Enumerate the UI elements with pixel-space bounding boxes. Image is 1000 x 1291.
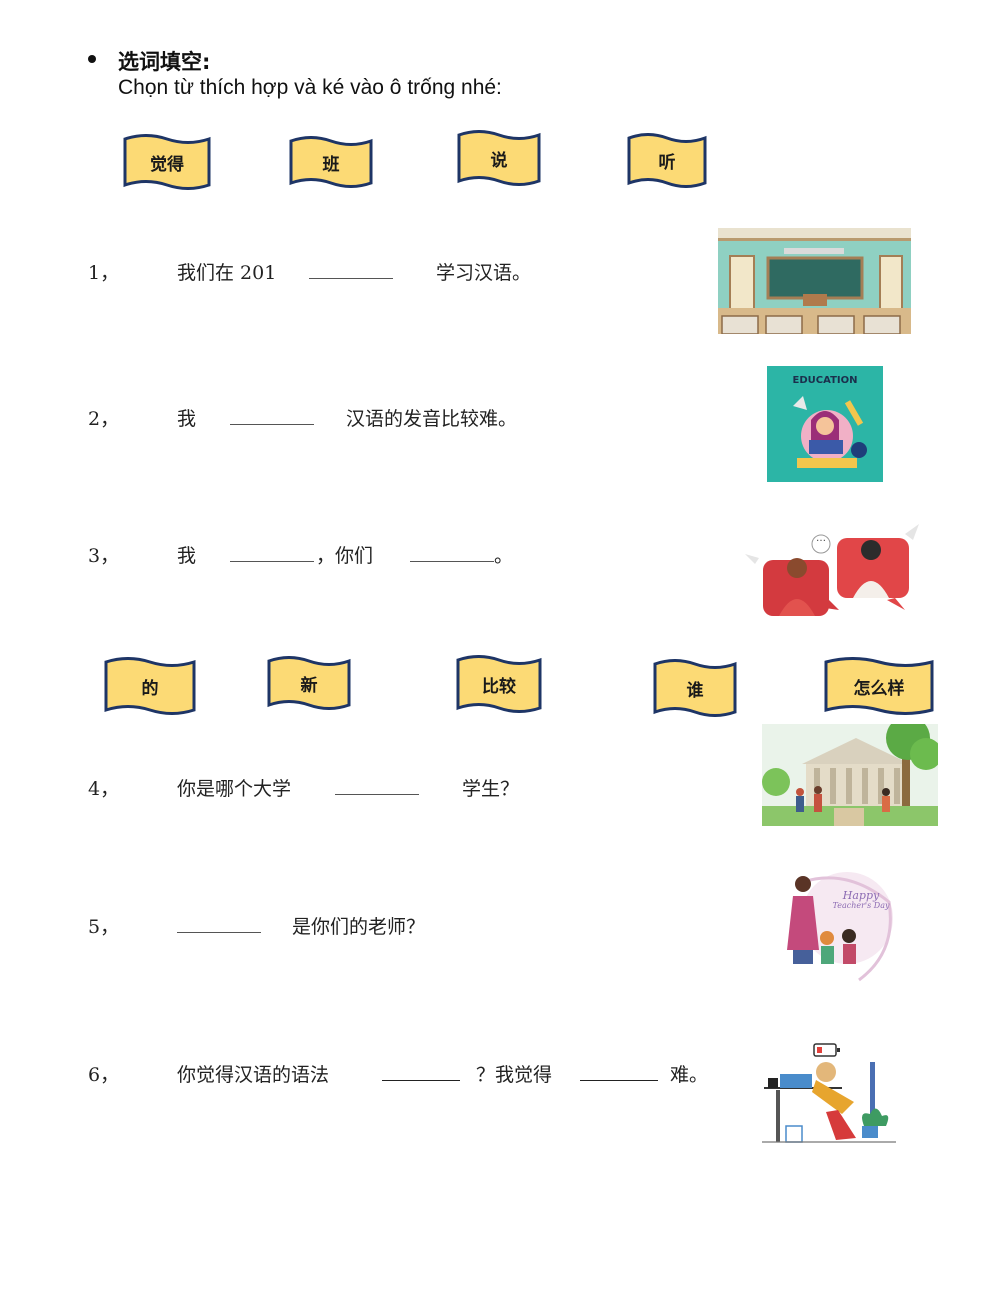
word-card-bijiao[interactable]: 比较 xyxy=(455,655,543,713)
flag-shape-icon xyxy=(457,130,541,186)
word-card-label: 班 xyxy=(322,154,340,175)
word-card-shuo[interactable]: 说 xyxy=(456,130,542,186)
tired-worker-image xyxy=(746,1040,910,1160)
answer-blank[interactable] xyxy=(230,561,314,562)
flag-shape-icon xyxy=(653,659,737,717)
word-card-label: 新 xyxy=(300,675,318,696)
flag-shape-icon xyxy=(627,133,707,188)
question-text: 我 xyxy=(177,545,197,567)
exercise-title: 选词填空: xyxy=(118,50,211,74)
question-text: 难。 xyxy=(670,1064,709,1086)
answer-blank[interactable] xyxy=(335,794,419,795)
teachers-day-image: Happy Teacher's Day xyxy=(763,862,901,1000)
answer-blank[interactable] xyxy=(309,278,393,279)
flag-shape-icon xyxy=(123,134,211,190)
word-card-label: 听 xyxy=(658,153,676,173)
word-card-juede[interactable]: 觉得 xyxy=(122,134,212,190)
answer-blank[interactable] xyxy=(230,424,314,425)
university-image xyxy=(762,724,938,826)
flag-shape-icon xyxy=(104,657,196,715)
education-image: EDUCATION xyxy=(767,366,883,482)
question-number: 3， xyxy=(88,545,120,567)
answer-blank[interactable] xyxy=(580,1080,658,1081)
question-number: 2， xyxy=(88,408,120,430)
flag-shape-icon xyxy=(824,657,934,715)
teachers-day-line2: Teacher's Day xyxy=(832,901,890,911)
word-card-shei[interactable]: 谁 xyxy=(652,659,738,717)
flag-shape-icon xyxy=(456,655,542,713)
word-card-label: 怎么样 xyxy=(853,678,905,699)
classroom-image xyxy=(718,228,911,334)
bullet-icon xyxy=(88,55,96,63)
answer-blank[interactable] xyxy=(177,932,261,933)
word-card-label: 比较 xyxy=(482,676,516,697)
answer-blank[interactable] xyxy=(410,561,494,562)
question-text: 是你们的老师？ xyxy=(292,916,426,938)
question-text: 学生？ xyxy=(462,778,520,800)
word-card-label: 说 xyxy=(490,150,508,171)
teachers-day-text: Happy Teacher's Day xyxy=(829,889,893,911)
word-card-label: 谁 xyxy=(686,680,704,701)
question-text: 汉语的发音比较难。 xyxy=(346,408,518,430)
question-text: 你是哪个大学 xyxy=(177,778,292,800)
word-card-ban[interactable]: 班 xyxy=(288,136,374,188)
question-text: ，你们 xyxy=(316,545,374,567)
word-card-zenmeyang[interactable]: 怎么样 xyxy=(823,657,935,715)
education-label: EDUCATION xyxy=(792,375,858,386)
question-text: 。 xyxy=(494,545,514,567)
word-card-xin[interactable]: 新 xyxy=(266,656,352,710)
flag-shape-icon xyxy=(267,656,351,710)
word-card-label: 的 xyxy=(141,678,159,699)
flag-shape-icon xyxy=(289,136,373,188)
word-card-de[interactable]: 的 xyxy=(103,657,197,715)
teachers-day-line1: Happy xyxy=(842,889,880,902)
question-text: 我 xyxy=(177,408,197,430)
word-card-label: 觉得 xyxy=(150,154,184,175)
conversation-image: … xyxy=(745,524,925,620)
question-number: 5， xyxy=(88,916,120,938)
answer-blank[interactable] xyxy=(382,1080,460,1081)
question-number: 1， xyxy=(88,262,120,284)
question-number: 6， xyxy=(88,1064,120,1086)
question-text: 学习汉语。 xyxy=(436,262,532,284)
word-card-ting[interactable]: 听 xyxy=(626,133,708,188)
question-text: 你觉得汉语的语法 xyxy=(177,1064,330,1086)
question-number: 4， xyxy=(88,778,120,800)
exercise-instruction: Chọn từ thích hợp và ké vào ô trống nhé: xyxy=(118,76,502,99)
speech-dots: … xyxy=(816,533,826,544)
question-text: 我们在 201 xyxy=(177,262,277,284)
question-text: ？我觉得 xyxy=(476,1064,553,1086)
